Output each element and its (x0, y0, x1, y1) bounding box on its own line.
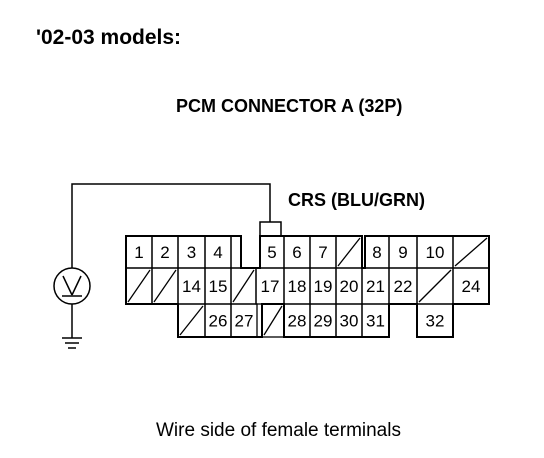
terminal-number: 21 (366, 277, 385, 296)
terminal-number: 10 (426, 243, 445, 262)
terminal-28: 28 (283, 303, 311, 338)
terminal-blank (151, 267, 179, 305)
terminal-number: 9 (398, 243, 407, 262)
terminal-blank (416, 267, 454, 305)
probe-wire (71, 183, 271, 268)
terminal-17: 17 (255, 267, 285, 305)
terminal-blank (261, 303, 285, 338)
terminal-19: 19 (309, 267, 337, 305)
terminal-1: 1 (125, 235, 153, 269)
terminal-blank (452, 235, 490, 269)
terminal-blank (230, 267, 257, 305)
terminal-5-bracket (259, 221, 282, 237)
terminal-number: 22 (394, 277, 413, 296)
terminal-number: 7 (318, 243, 327, 262)
terminal-20: 20 (335, 267, 363, 305)
terminal-18: 18 (283, 267, 311, 305)
terminal-number: 2 (160, 243, 169, 262)
terminal-4: 4 (204, 235, 232, 269)
terminal-24: 24 (452, 267, 490, 305)
terminal-30: 30 (335, 303, 363, 338)
terminal-14: 14 (177, 267, 206, 305)
terminal-27: 27 (230, 303, 258, 338)
terminal-10: 10 (416, 235, 454, 269)
terminal-6: 6 (283, 235, 311, 269)
terminal-number: 19 (314, 277, 333, 296)
terminal-number: 30 (340, 312, 359, 331)
terminal-32: 32 (416, 303, 454, 338)
wire-color-label: CRS (BLU/GRN) (288, 190, 425, 210)
terminal-8: 8 (364, 235, 390, 269)
ground-icon (62, 304, 82, 349)
terminal-number: 8 (372, 243, 381, 262)
terminal-number: 5 (267, 243, 276, 262)
terminal-7: 7 (309, 235, 337, 269)
terminal-number: 4 (213, 243, 222, 262)
terminal-number: 27 (235, 312, 254, 331)
terminal-number: 20 (340, 277, 359, 296)
terminal-5: 5 (259, 235, 285, 269)
footer-caption: Wire side of female terminals (156, 420, 401, 441)
terminal-2: 2 (151, 235, 179, 269)
terminal-number: 3 (187, 243, 196, 262)
terminal-3: 3 (177, 235, 206, 269)
terminal-22: 22 (388, 267, 418, 305)
terminal-21: 21 (361, 267, 390, 305)
terminal-number: 29 (314, 312, 333, 331)
terminal-number: 26 (209, 312, 228, 331)
terminal-number: 28 (288, 312, 307, 331)
terminal-blank (230, 235, 242, 269)
terminal-29: 29 (309, 303, 337, 338)
terminal-number: 24 (462, 277, 481, 296)
terminal-26: 26 (204, 303, 232, 338)
terminal-number: 31 (366, 312, 385, 331)
terminal-blank (125, 267, 153, 305)
terminal-blank (177, 303, 206, 338)
terminal-number: 17 (261, 277, 280, 296)
connector-title: PCM CONNECTOR A (32P) (176, 96, 403, 116)
terminal-blank (335, 235, 363, 269)
terminal-31: 31 (361, 303, 390, 338)
terminal-15: 15 (204, 267, 232, 305)
terminal-number: 18 (288, 277, 307, 296)
terminal-number: 32 (426, 312, 445, 331)
terminal-number: 1 (134, 243, 143, 262)
terminal-number: 15 (209, 277, 228, 296)
terminal-number: 14 (182, 277, 201, 296)
voltmeter-icon (53, 267, 91, 305)
models-heading: '02-03 models: (36, 26, 182, 49)
terminal-9: 9 (388, 235, 418, 269)
terminal-number: 6 (292, 243, 301, 262)
